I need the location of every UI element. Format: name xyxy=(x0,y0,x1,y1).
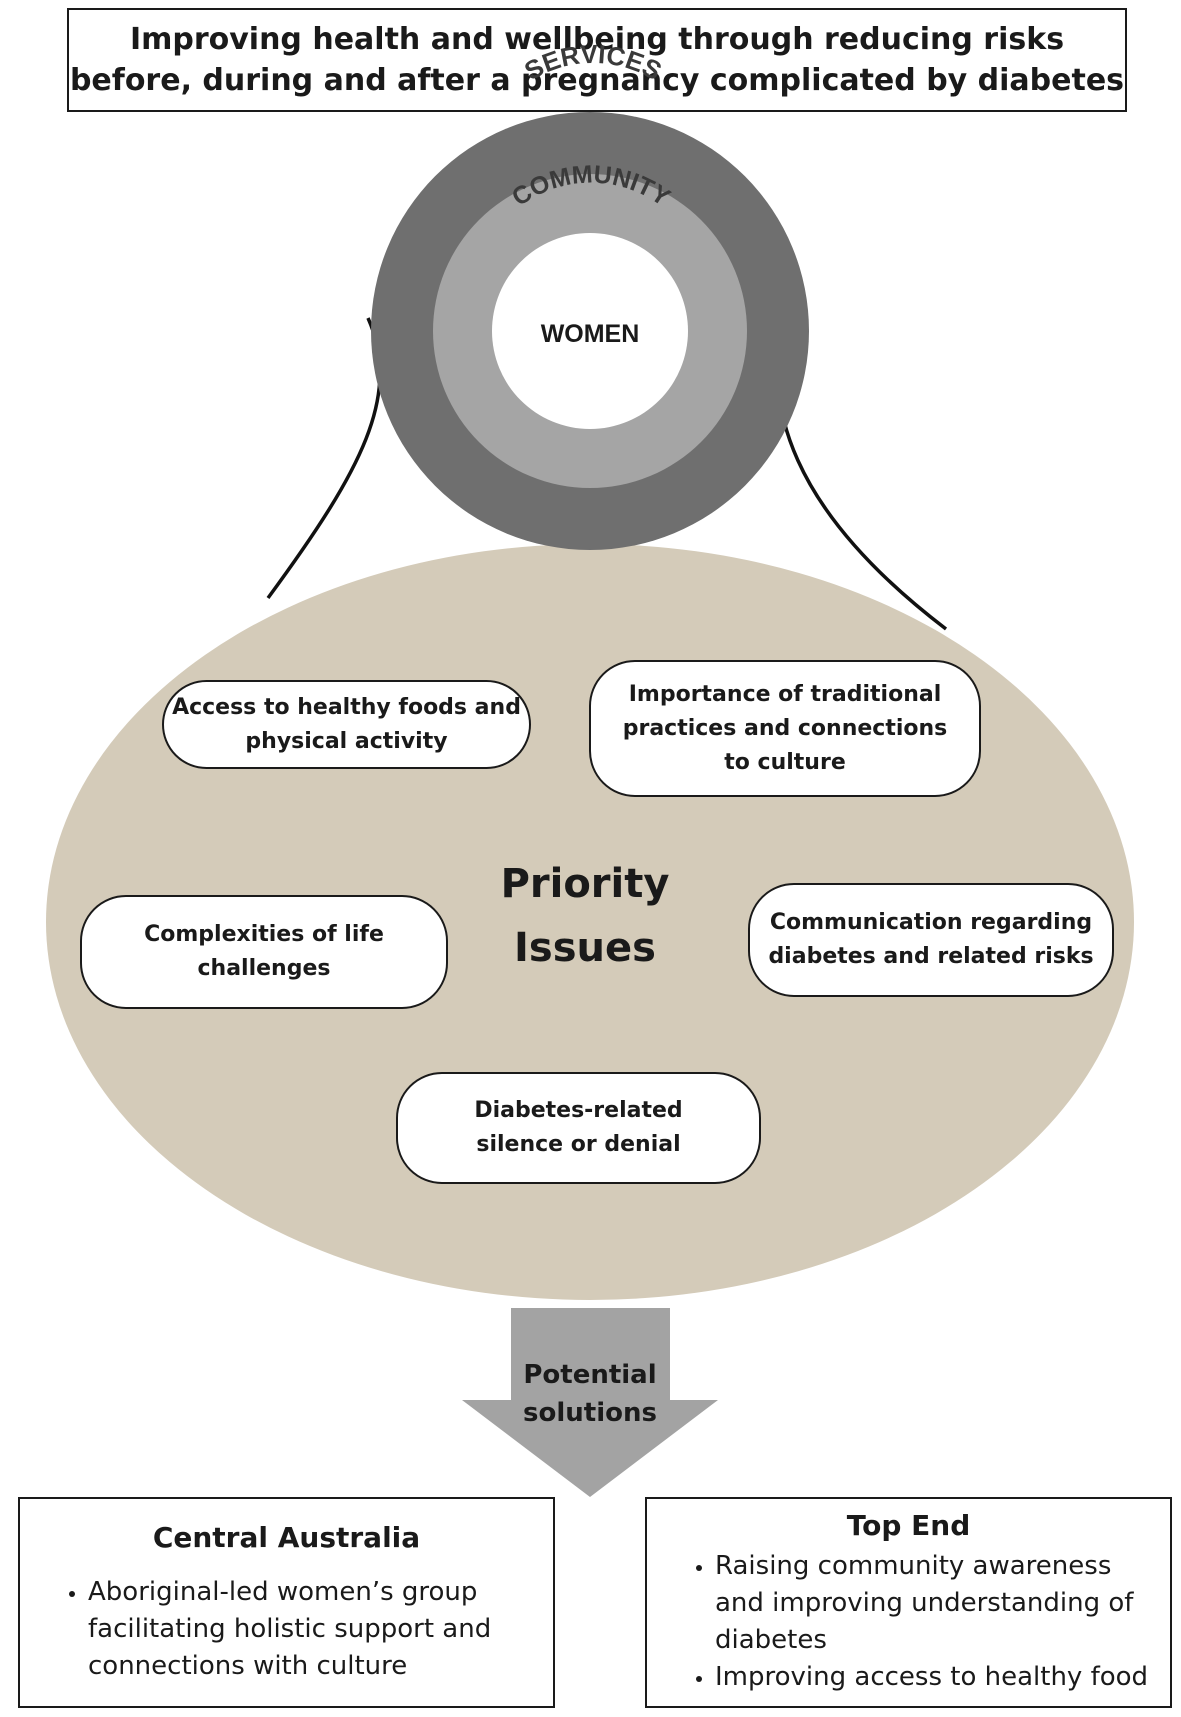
issue-line: Communication regarding xyxy=(769,910,1093,935)
top-end-title: Top End xyxy=(846,1509,971,1542)
issue-line: Access to healthy foods and xyxy=(172,694,521,720)
issue-line: diabetes and related risks xyxy=(768,944,1094,969)
issue-line: Complexities of life xyxy=(144,922,384,947)
issue-life-challenges: Complexities of life challenges xyxy=(80,895,448,1009)
top-end-list: Raising community awareness and improvin… xyxy=(647,1548,1170,1696)
central-australia-box: Central Australia Aboriginal-led women’s… xyxy=(18,1497,555,1708)
priority-title-line-2: Issues xyxy=(514,925,656,971)
priority-title-line-1: Priority xyxy=(500,861,670,907)
issue-line: silence or denial xyxy=(476,1132,681,1157)
solutions-arrow xyxy=(462,1308,718,1497)
arrow-label-line-2: solutions xyxy=(523,1398,657,1428)
central-australia-title: Central Australia xyxy=(152,1521,421,1554)
issue-line: physical activity xyxy=(245,728,448,754)
list-item: Aboriginal-led women’s group facilitatin… xyxy=(88,1574,523,1685)
ring-women xyxy=(492,233,688,429)
issue-communication: Communication regarding diabetes and rel… xyxy=(748,883,1114,997)
issue-line: challenges xyxy=(197,956,331,981)
title-line-1: Improving health and wellbeing through r… xyxy=(129,22,1065,57)
list-item: Improving access to healthy food xyxy=(715,1659,1150,1696)
list-item: Raising community awareness and improvin… xyxy=(715,1548,1150,1659)
priority-issues-title: Priority Issues xyxy=(450,852,720,980)
issue-line: practices and connections xyxy=(622,715,948,741)
issue-traditional-practices: Importance of traditional practices and … xyxy=(589,660,981,797)
ring-women-label: WOMEN xyxy=(541,320,640,348)
title-line-2: before, during and after a pregnancy com… xyxy=(69,63,1125,98)
connector-left xyxy=(266,317,382,600)
issue-access-healthy-foods: Access to healthy foods and physical act… xyxy=(162,680,531,769)
ring-services-label: SERVICES xyxy=(519,39,666,86)
arrow-label-line-1: Potential xyxy=(523,1360,656,1390)
issue-line: Diabetes-related xyxy=(474,1098,683,1123)
issue-line: Importance of traditional xyxy=(628,681,942,707)
issue-line: to culture xyxy=(724,749,846,775)
central-australia-list: Aboriginal-led women’s group facilitatin… xyxy=(20,1574,553,1685)
title-box: Improving health and wellbeing through r… xyxy=(67,8,1127,112)
top-end-box: Top End Raising community awareness and … xyxy=(645,1497,1172,1708)
issue-silence-denial: Diabetes-related silence or denial xyxy=(396,1072,761,1184)
